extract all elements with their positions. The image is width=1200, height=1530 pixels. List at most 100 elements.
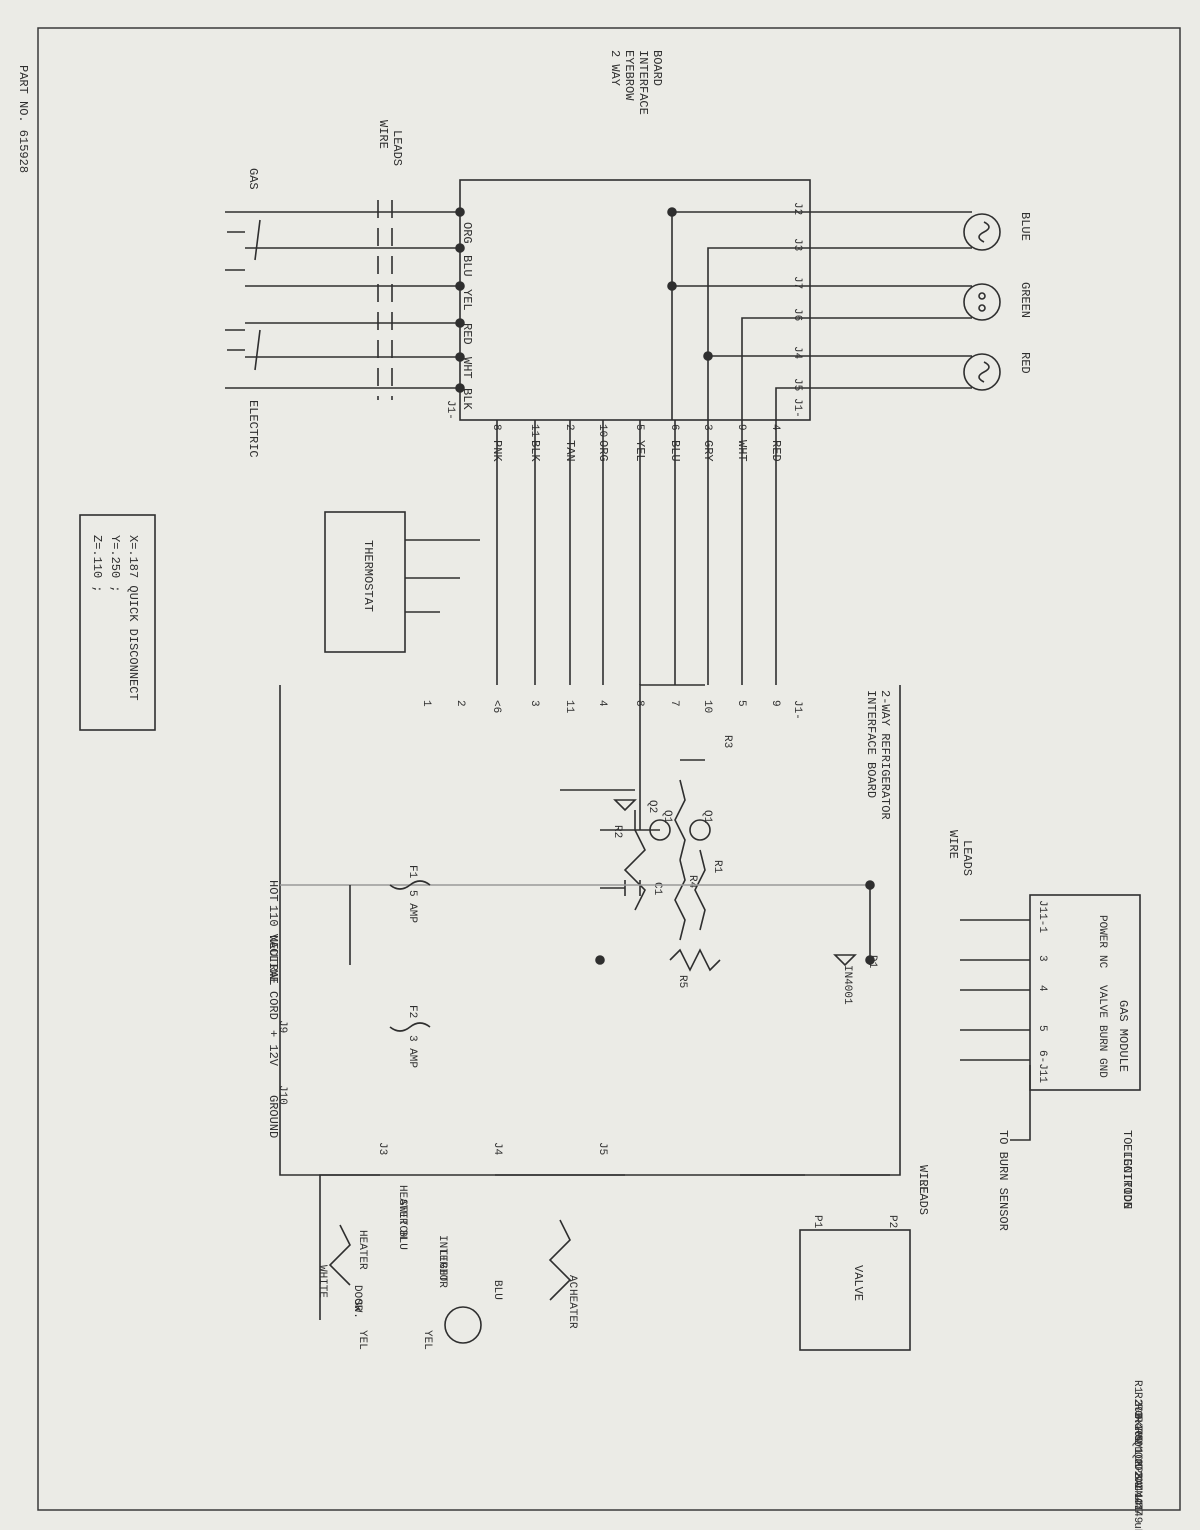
heater-switch-1: HEATER [396,1185,408,1225]
pin-3: 3 [701,424,713,431]
selector-wire-leads-1: WIRE [376,120,390,149]
wire-org: ORG [596,440,610,462]
jack-j6: J6 [791,308,803,321]
part-r4: R4 1M [1131,1416,1143,1449]
fuse-f2-id: F2 [406,1005,418,1018]
r1 [694,849,706,931]
fpin-5: 5 [735,700,747,707]
eyebrow-color-blk: BLK [460,388,474,410]
part-r3: R3 10Ω [1131,1404,1143,1444]
pin-10: 10 [596,424,608,437]
white-label: WHITE [316,1265,328,1298]
eyebrow-board-outline [459,179,811,421]
conn-j10: J10 [276,1085,288,1105]
valve-box [799,1229,911,1351]
fridge-pin-labels: 1 2 <6 3 11 4 8 7 10 5 9 [420,700,781,714]
thermostat-leads [405,539,480,613]
gas-label: GAS [246,168,260,190]
q1 [689,819,711,841]
line-plus12: + 12V [266,1030,280,1067]
heater-element [328,1224,351,1286]
gm-pin-1: J11-1 [1036,900,1048,933]
gm-wire-leads-1: WIRE [946,830,960,859]
sheet-border [37,27,1181,1511]
pin-8: 8 [490,424,502,431]
interior-light-bulb [444,1306,482,1344]
jack-j3: J3 [791,238,803,251]
lamp-label-green: GREEN [1018,282,1032,318]
electric-label: ELECTRIC [246,400,260,458]
node-e1 [667,207,677,217]
pin-4: 4 [769,424,781,431]
d2 [613,799,637,812]
eyebrow-color-red: RED [460,323,474,345]
valve-wire-leads-2: LEADS [916,1179,930,1215]
gm-valve: VALVE [1096,985,1108,1018]
valve-wire-leads-1: WIRE [916,1165,930,1194]
part-q2: Q2 2N4401 [1131,1452,1143,1512]
lamp-green-leads [810,285,972,319]
trace-6 [775,387,810,420]
gm-pin-3: 3 [1036,955,1048,962]
thermostat-box [324,511,406,653]
r2-label: R2 [611,825,623,838]
r5-label: R5 [676,975,688,988]
heater-switch-2: SWITCH [396,1199,408,1239]
fuse-f1-id: F1 [406,865,418,879]
fuse-f2: F2 3 AMP [389,1005,431,1068]
fpin-1: 1 [420,700,432,707]
eyebrow-title-3: INTERFACE [636,50,650,115]
valve-p2: P2 [886,1215,898,1228]
c1 [600,880,641,896]
to-ignition-2: ELECTRODE [1120,1144,1134,1209]
lamp-green: GREEN [963,282,1032,321]
gm-pin-5: 5 [1036,1025,1048,1032]
loads [319,1174,625,1344]
d1-label: D1 [866,955,878,969]
fpin-3: 3 [528,700,540,707]
fpin-6: <6 [490,700,502,713]
ac-heater-element [548,1219,572,1301]
legend-box [79,514,156,731]
eyebrow-title-4: BOARD [650,50,664,86]
lamp-label-red: RED [1018,352,1032,374]
interior-light-2: LIGHT [436,1249,448,1282]
lamp-blue-leads [810,211,972,249]
lamp-red-leads [810,355,972,389]
interior-light-1: INTERIOR [436,1235,448,1288]
fpin-11: 11 [563,700,575,714]
gas-module-box [1029,894,1141,1091]
lamp-blue: BLUE [963,212,1032,251]
gas-electric-switch [225,211,245,389]
r3 [674,779,686,861]
lamp-red: RED [963,352,1032,391]
node-e2 [667,281,677,291]
r3-label: R3 [721,735,733,748]
eyebrow-color-yel: YEL [460,289,474,311]
door-sw-2: SW. [351,1299,363,1319]
conn-j9: J9 [276,1020,288,1033]
eyebrow-title-1: 2 WAY [608,50,622,86]
eyebrow-color-wht: WHT [460,357,474,379]
q1-label: Q1 [701,810,713,824]
eyebrow-j1-label-right: J1- [791,398,803,418]
pin-5: 5 [633,424,645,431]
harness [496,420,777,685]
d2-label: Q2 [646,800,658,813]
line-ground: GROUND [266,1095,280,1138]
conn-j3: J3 [376,1142,388,1155]
wire-gry: GRY [701,440,715,462]
r4 [674,859,686,941]
fpin-7: 7 [668,700,680,707]
line-voltage: 110 VAC [266,905,280,955]
wire-blu: BLU [668,440,682,462]
legend-line-2: Y=.250 ; [108,535,122,593]
node-e3 [703,351,713,361]
gm-pin-4: 4 [1036,985,1048,992]
pin-11: 11 [528,424,540,438]
fpin-9: 9 [769,700,781,707]
ignition-lead [1010,1065,1031,1141]
d1-part: IN4001 [841,965,853,1005]
eyebrow-color-blu: BLU [460,255,474,277]
door-sw-1: DOOR [351,1285,363,1312]
